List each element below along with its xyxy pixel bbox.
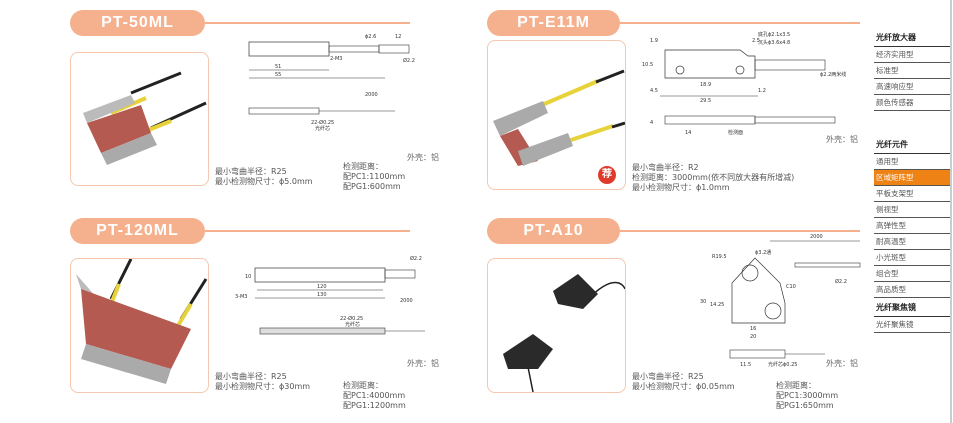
- dim-label: 4: [650, 120, 653, 126]
- dim-label: 沉头ϕ3.6x4.8: [758, 39, 790, 46]
- sidebar-item[interactable]: 高速响应型: [874, 79, 950, 95]
- sidebar-heading: 光纤元件: [874, 137, 950, 154]
- sidebar-item[interactable]: 组合型: [874, 266, 950, 282]
- dim-label: 4.5: [650, 88, 658, 94]
- sensor-image: [493, 69, 625, 166]
- dim-label: ϕ3.2通: [755, 249, 771, 256]
- dim-label: 51: [275, 64, 281, 70]
- dim-label: 2000: [365, 92, 378, 98]
- dim-label: 3-M3: [235, 294, 247, 300]
- dim-label: 光纤芯: [315, 125, 330, 132]
- dim-label: 1.2: [758, 88, 766, 94]
- dim-label: 10: [245, 274, 251, 280]
- dim-label: ϕ2.2两米线: [820, 71, 846, 78]
- product-photo: [487, 258, 626, 393]
- dim-label: 12: [395, 34, 401, 40]
- dim-label: Ø2.2: [403, 57, 415, 64]
- sidebar-item[interactable]: 高弹性型: [874, 218, 950, 234]
- sidebar-item[interactable]: 颜色传感器: [874, 95, 950, 111]
- dim-label: 14: [685, 130, 691, 136]
- sensor-image: [503, 274, 625, 392]
- product-photo: [70, 52, 209, 186]
- sensor-image: [83, 71, 207, 165]
- divider: [205, 230, 410, 232]
- sidebar-item[interactable]: 光纤聚焦镜: [874, 317, 950, 333]
- sidebar-item[interactable]: 小光斑型: [874, 250, 950, 266]
- recommended-badge: 荐: [598, 166, 616, 184]
- dim-label: 2-M3: [330, 56, 342, 62]
- dim-label: 22-Ø0.25: [311, 119, 334, 126]
- dim-label: 29.5: [700, 98, 711, 104]
- shell-material: 外壳：铝: [407, 359, 439, 368]
- shell-material: 外壳：铝: [826, 135, 858, 144]
- sidebar-group-fiber: 光纤元件 通用型 区域矩阵型 平板支架型 侧视型 高弹性型 耐高温型 小光斑型 …: [874, 137, 950, 298]
- divider: [620, 230, 860, 232]
- sidebar-item[interactable]: 高品质型: [874, 282, 950, 298]
- sidebar-item[interactable]: 侧视型: [874, 202, 950, 218]
- dim-label: R19.5: [712, 254, 727, 260]
- dim-label: 16: [750, 326, 756, 332]
- product-title: PT-A10: [487, 218, 620, 244]
- dim-label: 130: [317, 292, 327, 298]
- product-title: PT-50ML: [70, 10, 205, 36]
- dim-label: 2.5: [752, 38, 760, 44]
- shell-material: 外壳：铝: [826, 359, 858, 368]
- sidebar-item[interactable]: 平板支架型: [874, 186, 950, 202]
- product-photo: [70, 258, 209, 393]
- page-edge: [950, 0, 952, 423]
- divider: [205, 22, 410, 24]
- dim-label: 18.9: [700, 82, 711, 88]
- sidebar-group-amplifier: 光纤放大器 经济实用型 标准型 高速响应型 颜色传感器: [874, 30, 950, 111]
- sidebar-heading: 光纤聚焦镜: [874, 300, 950, 317]
- dim-label: 22-Ø0.25: [340, 315, 363, 322]
- dim-label: 光纤芯: [345, 321, 360, 328]
- dim-label: 检测面: [728, 129, 743, 136]
- sidebar-group-lens: 光纤聚焦镜 光纤聚焦镜: [874, 300, 950, 333]
- dim-label: 11.5: [740, 362, 751, 368]
- shell-material: 外壳：铝: [407, 153, 439, 162]
- dim-label: 1.9: [650, 38, 658, 44]
- dim-label: 光纤芯ϕ0.25: [768, 361, 797, 368]
- sidebar-item-active[interactable]: 区域矩阵型: [874, 170, 950, 186]
- dim-label: 30: [700, 299, 706, 305]
- dim-label: 底孔ϕ2.1x3.5: [758, 31, 790, 38]
- sidebar-item[interactable]: 标准型: [874, 63, 950, 79]
- dim-label: 2000: [810, 234, 823, 240]
- sensor-image: [76, 259, 208, 384]
- dim-label: 120: [317, 284, 327, 290]
- dim-label: 55: [275, 72, 281, 78]
- dim-label: 14.25: [710, 302, 724, 308]
- sidebar-item[interactable]: 经济实用型: [874, 47, 950, 63]
- product-title: PT-E11M: [487, 10, 620, 36]
- dim-label: 20: [750, 334, 756, 340]
- dim-label: Ø2.2: [410, 255, 422, 262]
- dim-label: 10.5: [642, 62, 653, 68]
- divider: [620, 22, 860, 24]
- sidebar-heading: 光纤放大器: [874, 30, 950, 47]
- dim-label: 2000: [400, 298, 413, 304]
- product-title: PT-120ML: [70, 218, 205, 244]
- dim-label: C10: [786, 284, 796, 290]
- dim-label: ϕ2.6: [365, 34, 376, 40]
- dim-label: Ø2.2: [835, 278, 847, 285]
- sidebar-item[interactable]: 耐高温型: [874, 234, 950, 250]
- sidebar-item[interactable]: 通用型: [874, 154, 950, 170]
- product-photo: [487, 40, 626, 190]
